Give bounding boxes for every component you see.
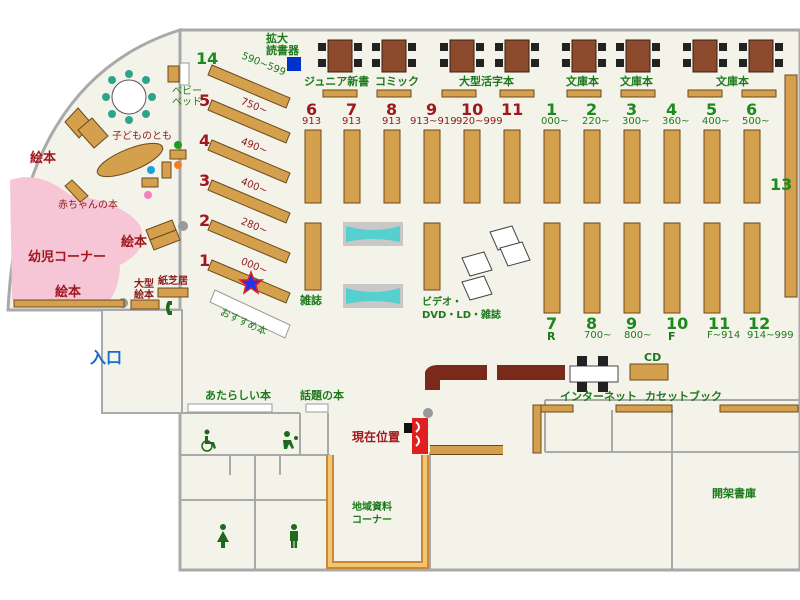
akachan-label: 赤ちゃんの本 (58, 200, 118, 211)
diag-shelf-num: 5 (199, 91, 211, 110)
shelf-num: 5 (706, 100, 718, 119)
diag-shelf-num: 1 (199, 251, 211, 270)
osusume-shelf (209, 289, 291, 339)
new-books-label: あたらしい本 (205, 389, 271, 402)
shelf-range: 000~ (541, 116, 569, 127)
shelf-num: 7 (546, 314, 558, 333)
shelf-range: 360~ (662, 116, 690, 127)
shelf-num: 6 (306, 100, 318, 119)
current-location-label: 現在位置 (352, 430, 401, 444)
star-icon (237, 269, 265, 295)
lower-walls (102, 399, 800, 570)
shelf-range: 700~ (584, 330, 612, 341)
baby-bed-label: ベビー ベッド (172, 86, 202, 108)
shelf-range: 913 (342, 116, 362, 127)
kodomo-no-tomo-label: 子どものとも (112, 131, 172, 142)
diag-shelf-num: 2 (199, 211, 211, 230)
shelf-range: R (547, 330, 556, 343)
shelf-num: 9 (626, 314, 638, 333)
cassette-label: カセットブック (645, 390, 722, 403)
top-shelves (304, 74, 798, 314)
junior-shinsho-label: ジュニア新書 (304, 75, 370, 88)
shelf-range: F~914 (707, 330, 741, 341)
shelf-num: 9 (426, 100, 438, 119)
current-location-marker (404, 418, 428, 454)
av-booths (461, 225, 531, 301)
ehon-label: 絵本 (30, 151, 57, 166)
youji-corner-label: 幼児コーナー (28, 250, 107, 265)
telephone-icon (166, 301, 172, 315)
shelf-range: 913 (302, 116, 322, 127)
diag-shelf-num: 14 (196, 49, 219, 68)
reading-tables (318, 39, 783, 73)
shelf-range: 300~ (622, 116, 650, 127)
shelf-num: 2 (586, 100, 598, 119)
entrance-label: 入口 (90, 348, 123, 367)
shelf-range: 913~919 (410, 116, 457, 127)
shelf-num: 11 (708, 314, 731, 333)
youji-corner-area (10, 177, 143, 300)
shelf-num: 10 (461, 100, 484, 119)
shelf-range: 400~ (702, 116, 730, 127)
wheelchair-icon (201, 429, 216, 452)
topic-books-label: 話題の本 (300, 389, 344, 402)
internet-label: インターネット (560, 390, 637, 403)
shelf-range: 920~999 (456, 116, 503, 127)
shelf-num: 7 (346, 100, 358, 119)
bunko-label: 文庫本 (716, 75, 749, 88)
restroom-women-icon (217, 524, 229, 548)
new-books-shelf (187, 403, 273, 413)
shelf-num: 12 (748, 314, 771, 333)
shelf-range: 500~ (742, 116, 770, 127)
ehon-label: 絵本 (121, 235, 148, 250)
shelf-num: 4 (666, 100, 678, 119)
diag-shelf-num: 4 (199, 131, 211, 150)
main-counter (425, 365, 487, 390)
baby-changing-icon (283, 431, 298, 449)
shelf-num: 3 (626, 100, 638, 119)
shelf-num: 8 (386, 100, 398, 119)
bunko-label: 文庫本 (566, 75, 599, 88)
wall-shelves (322, 89, 777, 98)
shelf-num: 1 (546, 100, 558, 119)
shelf-num: 10 (666, 314, 689, 333)
oogata-ehon-label: 大型 絵本 (134, 279, 154, 301)
internet-counter (569, 356, 669, 392)
shelf-range: 913 (382, 116, 402, 127)
bunko-label: 文庫本 (620, 75, 653, 88)
ehon-label: 絵本 (55, 285, 82, 300)
shelf-num: 11 (501, 100, 524, 119)
shelf-range: 220~ (582, 116, 610, 127)
topic-books-shelf (305, 403, 329, 413)
large-print-reader-device (287, 57, 301, 71)
restroom-men-icon (290, 524, 298, 548)
shelf-range: 914~999 (747, 330, 794, 341)
comic-label: コミック (375, 75, 419, 88)
cd-label: CD (644, 351, 662, 364)
kaika-shoko-label: 開架書庫 (712, 487, 756, 500)
shelf-num: 6 (746, 100, 758, 119)
video-label: ビデオ・ DVD・LD・雑誌 (422, 297, 502, 321)
kamishibai-label: 紙芝居 (158, 276, 188, 287)
zasshi-label: 雑誌 (300, 294, 322, 307)
lower-right-shelves (532, 404, 799, 454)
large-print-reader-label: 拡大 読書器 (266, 32, 299, 58)
diag-shelf-num: 3 (199, 171, 211, 190)
local-corner-label: 地域資料 コーナー (352, 502, 392, 526)
side-shelf-num: 13 (770, 175, 793, 194)
shelf-range: 800~ (624, 330, 652, 341)
shelf-range: F (668, 330, 676, 343)
children-area-objects (13, 62, 433, 418)
large-print-label: 大型活字本 (459, 75, 514, 88)
shelf-num: 8 (586, 314, 598, 333)
fountain (343, 222, 403, 308)
